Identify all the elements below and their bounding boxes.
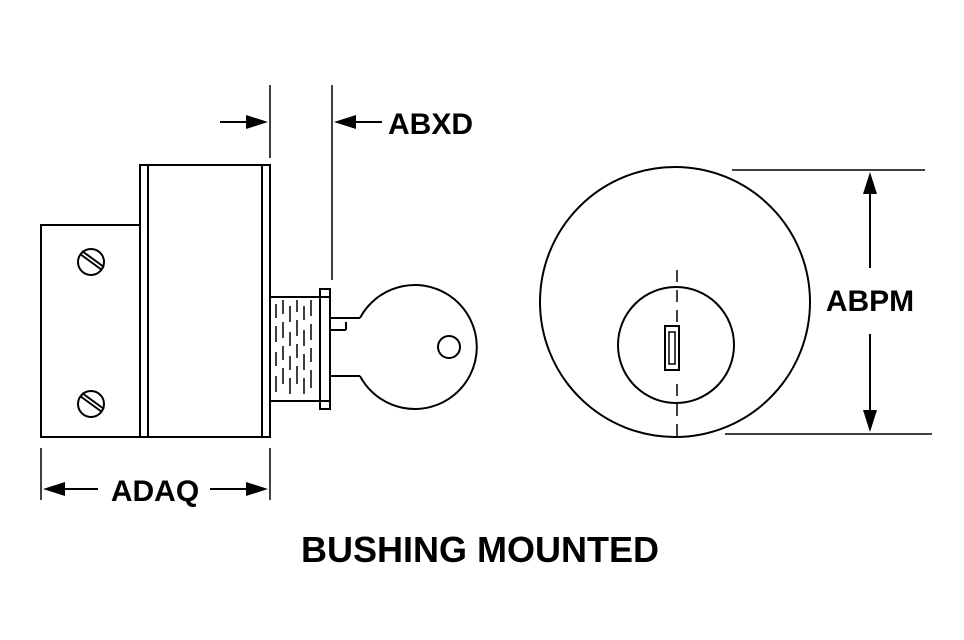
screw-top-icon: [77, 248, 105, 276]
adaq-label: ADAQ: [111, 475, 199, 508]
side-view: [40, 85, 478, 500]
diagram-title: BUSHING MOUNTED: [301, 529, 659, 570]
lock-face-outer: [539, 166, 811, 438]
cylinder-plug: [617, 286, 735, 404]
bushing-cylinder: [269, 296, 321, 402]
screw-bottom-icon: [77, 390, 105, 418]
abpm-label: ABPM: [826, 285, 914, 318]
lock-body: [139, 164, 271, 438]
adaq-dimension: [43, 482, 268, 496]
abpm-dimension: [863, 172, 877, 432]
abxd-label: ABXD: [388, 108, 473, 141]
key-icon: [330, 284, 478, 410]
front-view: [539, 166, 932, 438]
abxd-dimension: [220, 115, 382, 129]
cylinder-flange: [319, 288, 331, 410]
knurl-texture: [275, 300, 312, 394]
keyway-icon: [664, 325, 680, 371]
